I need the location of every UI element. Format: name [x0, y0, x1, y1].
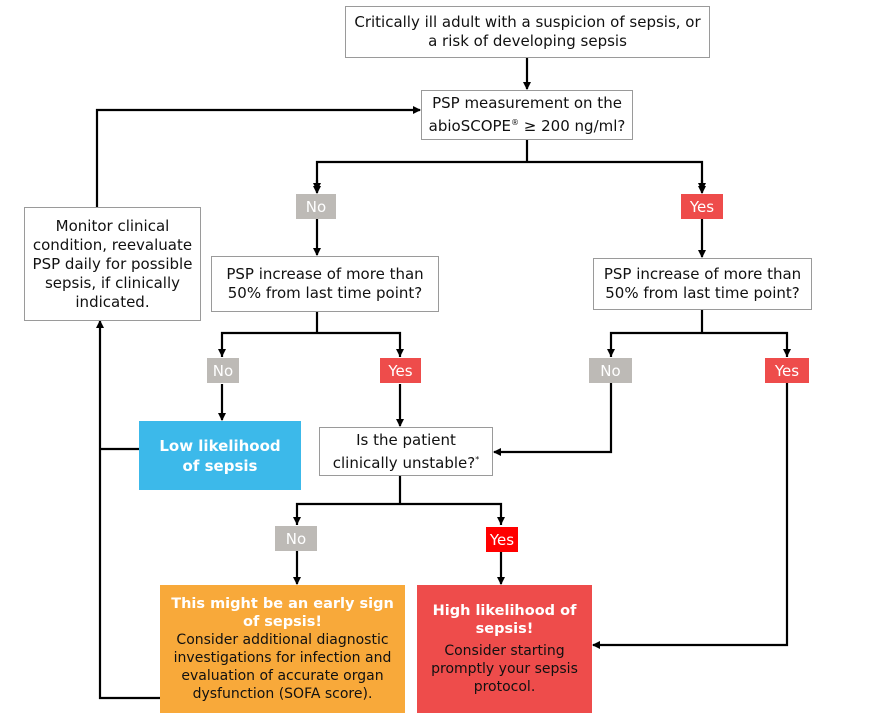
low-likelihood-node: Low likelihood of sepsis: [139, 421, 301, 490]
loop-monitor-to-psp: [95, 106, 421, 207]
connector-increase-left-split: [220, 331, 402, 357]
early-sign-heading: This might be an early sign of sepsis!: [171, 596, 394, 630]
increase-right-text: PSP increase of more than 50% from last …: [603, 265, 802, 302]
unstable-node: Is the patient clinically unstable?*: [319, 427, 493, 476]
label-yes-unstable: Yes: [486, 527, 518, 552]
start-node: Critically ill adult with a suspicion of…: [345, 6, 710, 58]
high-likelihood-body: Consider starting promptly your sepsis p…: [431, 643, 578, 695]
arrow-right-no-to-unstable: [493, 383, 613, 456]
psp-measurement-node: PSP measurement on the abioSCOPE® ≥ 200 …: [421, 90, 633, 140]
label-yes-psp: Yes: [681, 194, 723, 219]
increase-left-text: PSP increase of more than 50% from last …: [226, 265, 424, 302]
unstable-text: Is the patient clinically unstable?*: [332, 430, 480, 472]
connector-increase-right-split: [609, 331, 789, 357]
start-text: Critically ill adult with a suspicion of…: [354, 13, 701, 50]
early-sign-node: This might be an early sign of sepsis! C…: [160, 585, 405, 713]
label-no-increase-left: No: [207, 358, 239, 383]
high-likelihood-heading: High likelihood of sepsis!: [432, 603, 577, 637]
label-no-increase-right: No: [589, 358, 632, 383]
label-no-psp: No: [296, 194, 336, 219]
connector-psp-split: [315, 160, 704, 189]
psp-measurement-text: PSP measurement on the abioSCOPE® ≥ 200 …: [428, 94, 626, 135]
high-likelihood-node: High likelihood of sepsis! Consider star…: [417, 585, 592, 713]
monitor-node: Monitor clinical condition, reevaluate P…: [24, 207, 201, 321]
low-likelihood-text: Low likelihood of sepsis: [159, 436, 281, 475]
arrow-right-yes-to-high: [592, 383, 789, 649]
label-no-unstable: No: [275, 526, 317, 551]
label-yes-increase-right: Yes: [765, 358, 809, 383]
early-sign-body: Consider additional diagnostic investiga…: [173, 632, 392, 702]
increase-left-node: PSP increase of more than 50% from last …: [211, 256, 439, 312]
monitor-text: Monitor clinical condition, reevaluate P…: [32, 216, 193, 311]
increase-right-node: PSP increase of more than 50% from last …: [593, 258, 812, 310]
connector-unstable-split: [295, 502, 503, 525]
loop-early-to-monitor: [96, 320, 160, 700]
label-yes-increase-left: Yes: [380, 358, 421, 383]
